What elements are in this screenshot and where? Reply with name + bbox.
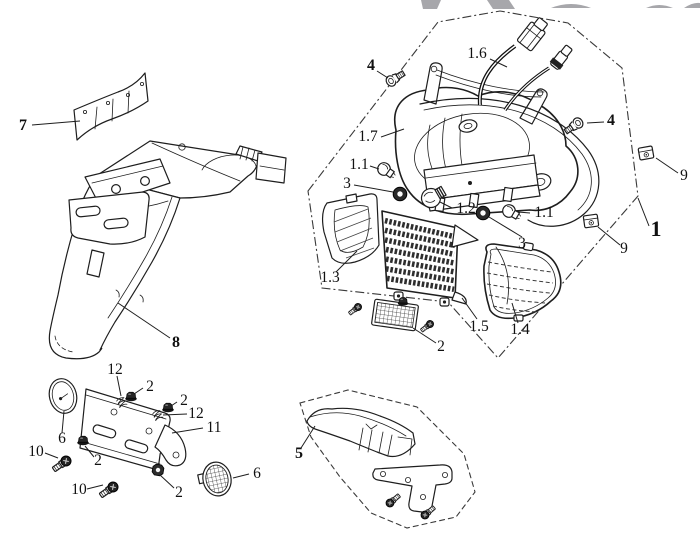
part-1-3-lens	[321, 193, 380, 264]
callout-12b: 12	[162, 405, 204, 422]
callout-2b: 2	[170, 392, 188, 409]
part-6-reflector-right	[197, 461, 232, 497]
part-label: 7	[19, 117, 27, 134]
part-label: 1.7	[358, 128, 378, 145]
part-label: 10	[71, 481, 87, 498]
callout-9b: 9	[597, 226, 628, 257]
grommet-3-right	[475, 205, 491, 221]
part-label: 3	[343, 175, 351, 192]
callout-2a: 2	[133, 378, 154, 395]
bolt-10-bottom	[97, 479, 121, 501]
callout-2c: 2	[84, 445, 102, 469]
callout-6b: 6	[232, 465, 261, 482]
part-1-6-wiring	[477, 17, 573, 111]
clip-9-top	[637, 145, 655, 161]
callout-6a: 6	[58, 410, 66, 447]
connector-socket	[549, 44, 573, 70]
grommet-3-left	[392, 186, 408, 202]
part-label: 12	[188, 405, 204, 422]
callout-7: 7	[19, 117, 81, 134]
callout-9a: 9	[655, 157, 688, 184]
part-5-cover	[306, 407, 416, 458]
part-11-bracket	[79, 388, 187, 471]
part-7-plate	[73, 72, 149, 141]
part-2-reflector	[346, 297, 436, 334]
part-label: 10	[28, 443, 44, 460]
part-label: 11	[207, 419, 222, 436]
callout-12a: 12	[107, 361, 123, 397]
part-label: 4	[367, 57, 375, 74]
license-bracket-group	[48, 378, 232, 501]
callout-4b: 4	[586, 112, 615, 129]
callout-2d: 2	[159, 474, 183, 501]
part-6-reflector-left	[48, 378, 78, 414]
part-label: 8	[172, 334, 180, 351]
part-label: 9	[620, 240, 628, 257]
nut-2-left	[76, 435, 90, 446]
clip-9-bottom	[582, 213, 600, 229]
callout-1-4: 1.4	[510, 302, 530, 338]
part-label: 1.3	[320, 269, 340, 286]
tail-light-assembly	[307, 10, 655, 359]
part-label: 1.1	[534, 204, 553, 221]
bolt-part5-left	[383, 491, 403, 510]
part-5-bracket-group	[299, 389, 476, 529]
callout-1-6: 1.6	[467, 45, 508, 68]
part-label: 1	[651, 216, 662, 241]
part-label: 2	[146, 378, 154, 395]
callout-10b: 10	[71, 481, 104, 498]
callout-1-1a: 1.1	[349, 156, 380, 173]
part-label: 6	[58, 430, 66, 447]
callout-1-5: 1.5	[461, 297, 489, 335]
callout-1-7: 1.7	[358, 128, 405, 145]
callout-1-1b: 1.1	[517, 204, 554, 221]
connector-main	[516, 17, 548, 52]
bulb-1-2	[420, 185, 447, 209]
callouts: 7 8 12 2 2 12 11 6	[19, 45, 688, 501]
part-label: 12	[107, 361, 123, 378]
callout-1-3: 1.3	[320, 250, 358, 286]
part-1-4-lens	[483, 241, 562, 322]
callout-5: 5	[295, 425, 316, 462]
part-label: 3	[518, 235, 526, 252]
callout-4a: 4	[367, 57, 389, 79]
callout-1-2: 1.2	[439, 200, 476, 217]
part-5-bracket	[372, 464, 453, 513]
assembly-boundary	[307, 10, 639, 359]
callout-2e: 2	[412, 327, 445, 355]
nut-2-top-right	[161, 402, 175, 413]
nut-2-bottom	[151, 463, 165, 477]
part-1-7-housing	[393, 62, 600, 227]
part-label: 5	[295, 445, 303, 462]
part-label: 1.1	[349, 156, 368, 173]
callout-8: 8	[117, 302, 180, 351]
part-label: 9	[680, 167, 688, 184]
watermark-fragments	[421, 0, 700, 9]
part-label: 1.4	[510, 321, 530, 338]
callout-1: 1	[637, 197, 662, 241]
part-label: 2	[180, 392, 188, 409]
callout-3a: 3	[343, 175, 394, 193]
part-label: 2	[175, 484, 183, 501]
part-8-rear-fender	[48, 140, 287, 360]
screw-4-right	[562, 115, 586, 137]
part-label: 1.6	[467, 45, 487, 62]
part-label: 2	[94, 452, 102, 469]
callout-10a: 10	[28, 443, 59, 460]
callout-11: 11	[171, 419, 222, 436]
part-label: 4	[607, 112, 615, 129]
part-1-5-lens	[381, 210, 479, 307]
part-label: 6	[253, 465, 261, 482]
callout-3b: 3	[488, 216, 526, 252]
part-label: 2	[437, 338, 445, 355]
part-label: 1.5	[469, 318, 489, 335]
bulb-1-1-left	[374, 159, 399, 182]
part-label: 1.2	[456, 200, 475, 217]
